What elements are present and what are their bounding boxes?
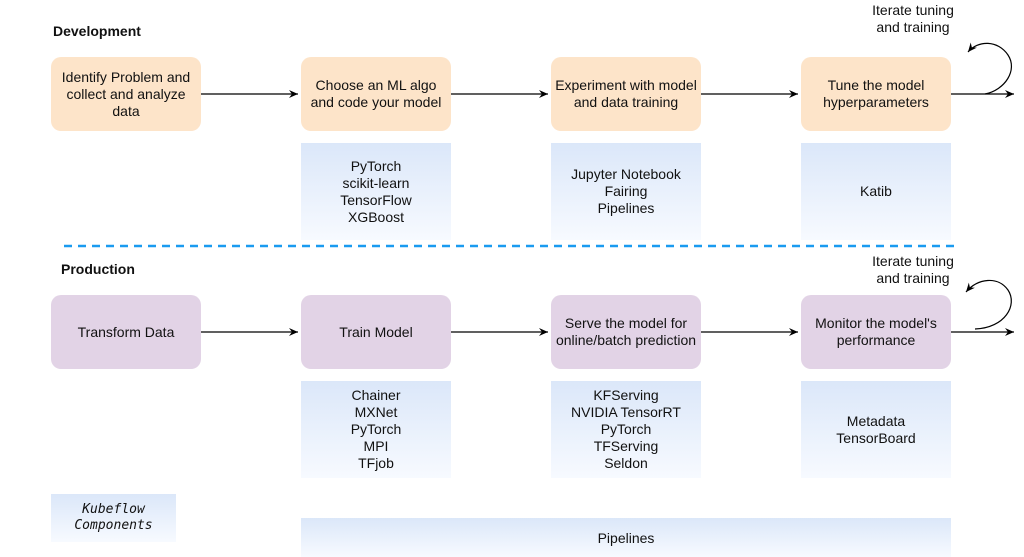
legend-kubeflow-components: Kubeflow Components (51, 494, 176, 542)
dev-loop-label: Iterate tuning and training (860, 2, 966, 36)
component-item: PyTorch (600, 421, 652, 437)
component-item: KFServing (593, 387, 659, 403)
dev-loop-label-line1: Iterate tuning (872, 2, 954, 18)
dev-stage-experiment: Experiment with model and data training (551, 57, 701, 131)
dev-stage-identify-problem: Identify Problem and collect and analyze… (51, 57, 201, 131)
component-item: TensorFlow (340, 191, 412, 208)
component-item: PyTorch (350, 157, 402, 174)
component-item: Jupyter Notebook (571, 166, 681, 182)
pipelines-bar: Pipelines (301, 518, 951, 557)
component-item: Pipelines (597, 200, 655, 216)
dev-components-experiment: Jupyter Notebook Fairing Pipelines (551, 143, 701, 240)
component-item: MXNet (354, 404, 398, 420)
prod-stage-serve-model: Serve the model for online/batch predict… (551, 295, 701, 369)
prod-components-serve: KFServing NVIDIA TensorRT PyTorch TFServ… (551, 381, 701, 478)
component-item: MPI (363, 438, 389, 454)
prod-components-monitor: Metadata TensorBoard (801, 381, 951, 478)
component-item: Fairing (604, 183, 648, 199)
production-title: Production (61, 261, 135, 277)
prod-loop-arrow (965, 279, 1012, 330)
prod-loop-label: Iterate tuning and training (860, 253, 966, 287)
dev-components-algo: PyTorch scikit-learn TensorFlow XGBoost (301, 143, 451, 240)
component-item: TFServing (593, 438, 659, 454)
component-item: NVIDIA TensorRT (571, 404, 681, 420)
development-title: Development (53, 23, 141, 39)
component-item: Chainer (351, 387, 401, 403)
component-item: XGBoost (347, 208, 405, 225)
prod-stage-train-model: Train Model (301, 295, 451, 369)
dev-loop-label-line2: and training (876, 19, 950, 35)
prod-loop-label-line1: Iterate tuning (872, 253, 954, 269)
component-item: Seldon (604, 455, 648, 471)
prod-stage-monitor: Monitor the model's performance (801, 295, 951, 369)
component-item: Metadata (846, 412, 906, 429)
dev-loop-arrow (967, 42, 1013, 95)
component-item: TensorBoard (836, 429, 916, 446)
legend-line1: Kubeflow (82, 502, 145, 517)
component-item: scikit-learn (342, 174, 410, 191)
pipelines-bar-label: Pipelines (597, 529, 655, 546)
dev-components-tune: Katib (801, 143, 951, 240)
component-item: TFjob (358, 455, 394, 471)
prod-components-train: Chainer MXNet PyTorch MPI TFjob (301, 381, 451, 478)
dev-stage-tune: Tune the model hyperparameters (801, 57, 951, 131)
dev-stage-choose-algo: Choose an ML algo and code your model (301, 57, 451, 131)
legend-line2: Components (74, 518, 153, 533)
component-item: Katib (860, 183, 892, 199)
prod-stage-transform-data: Transform Data (51, 295, 201, 369)
component-item: PyTorch (350, 421, 402, 437)
prod-loop-label-line2: and training (876, 270, 950, 286)
